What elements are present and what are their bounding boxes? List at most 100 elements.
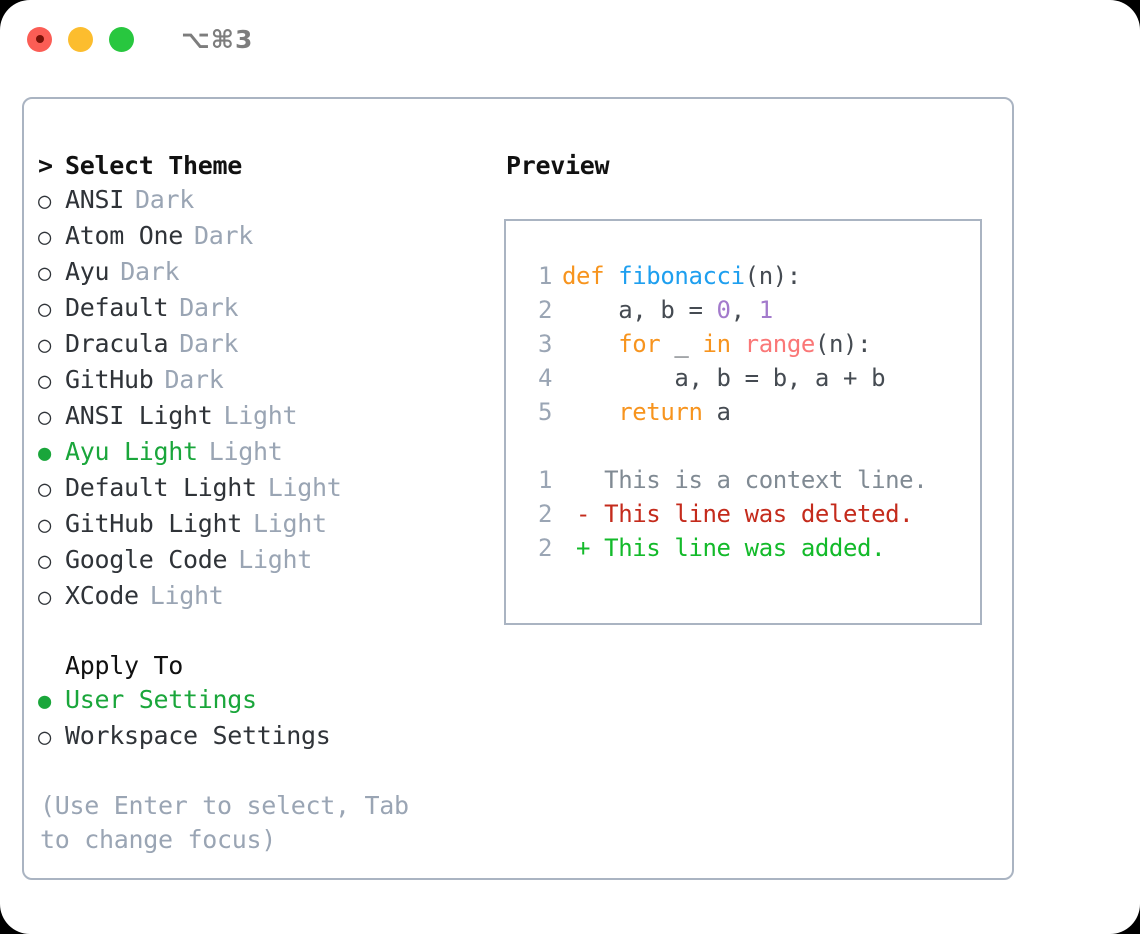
code-line-number: 4 [537,364,552,392]
theme-item-tag: Dark [120,257,180,286]
theme-item-tag: Dark [179,293,239,322]
preview-title: Preview [506,151,610,180]
radio-unselected-icon: ○ [38,585,51,610]
apply-to-item-workspace-settings[interactable]: ○ Workspace Settings [38,719,492,755]
code-line-number: 5 [537,398,552,426]
code-token-num: 0 [716,296,731,324]
code-token-pl: a, b = b, a + b [562,364,886,392]
theme-item-label: Ayu [65,257,110,286]
theme-item-label: Dracula [65,329,169,358]
theme-item-dracula[interactable]: ○ Dracula Dark [38,327,492,363]
theme-item-atom-one[interactable]: ○ Atom One Dark [38,219,492,255]
radio-unselected-icon: ○ [38,225,51,250]
code-line: 2 a, b = 0, 1 [520,293,980,327]
code-line: 5 return a [520,395,980,429]
apply-to-item-label: User Settings [65,685,257,714]
code-token-kw: in [702,330,745,358]
caret-icon: > [38,151,53,180]
code-token-fn: fibonacci [618,262,745,290]
theme-item-default-light[interactable]: ○ Default Light Light [38,471,492,507]
theme-item-label: GitHub Light [65,509,243,538]
theme-picker-header: > Select Theme [38,149,492,183]
theme-item-label: Google Code [65,545,228,574]
radio-selected-icon: ● [38,441,51,466]
theme-item-tag: Dark [164,365,224,394]
code-token-punc: (n): [814,330,872,358]
code-token-num: 1 [758,296,773,324]
section-spacer [38,615,492,649]
code-line: 3 for _ in range(n): [520,327,980,361]
theme-item-google-code[interactable]: ○ Google Code Light [38,543,492,579]
theme-item-label: ANSI [65,185,125,214]
theme-item-label: ANSI Light [65,401,213,430]
theme-item-label: XCode [65,581,139,610]
theme-item-tag: Light [253,509,327,538]
theme-item-label: Ayu Light [65,437,198,466]
code-token-pl: a, b = [562,296,717,324]
keyboard-shortcut-label: ⌥⌘3 [181,24,254,54]
minimize-button[interactable] [68,26,93,52]
radio-unselected-icon: ○ [38,725,51,750]
theme-item-tag: Dark [179,329,239,358]
keyboard-hint: (Use Enter to select, Tab to change focu… [40,791,409,854]
theme-item-tag: Dark [194,221,254,250]
theme-item-tag: Light [267,473,342,502]
theme-item-label: Atom One [65,221,184,250]
diff-line-text: + This line was added. [562,534,886,562]
code-token-kw: return [562,398,717,426]
theme-item-tag: Light [149,581,224,610]
theme-picker-header-label: Select Theme [65,151,243,180]
code-token-punc: (n): [744,262,802,290]
diff-line: 1 This is a context line. [520,463,980,497]
theme-item-tag: Dark [135,185,195,214]
diff-line-number: 2 [537,534,552,562]
theme-item-label: Default Light [65,473,257,502]
code-line-number: 2 [537,296,552,324]
theme-item-tag: Light [208,437,283,466]
code-token-pl: _ [674,330,703,358]
radio-selected-icon: ● [38,689,51,714]
theme-item-xcode[interactable]: ○ XCode Light [38,579,492,615]
apply-to-item-user-settings[interactable]: ● User Settings [38,683,492,719]
radio-unselected-icon: ○ [38,261,51,286]
theme-item-ansi[interactable]: ○ ANSI Dark [38,183,492,219]
code-line: 1 def fibonacci(n): [520,259,980,293]
theme-item-tag: Light [238,545,313,574]
code-line-number: 1 [537,262,552,290]
radio-unselected-icon: ○ [38,405,51,430]
diff-line-number: 2 [537,500,552,528]
diff-line-text: This is a context line. [562,466,928,494]
radio-unselected-icon: ○ [38,333,51,358]
radio-unselected-icon: ○ [38,549,51,574]
zoom-button[interactable] [109,26,134,52]
diff-line: 2 + This line was added. [520,531,980,565]
radio-unselected-icon: ○ [38,189,51,214]
diff-line-text: - This line was deleted. [562,500,914,528]
code-token-pl: a [716,398,731,426]
code-token-pl: , [730,296,759,324]
code-line-number: 3 [537,330,552,358]
radio-unselected-icon: ○ [38,477,51,502]
apply-to-item-label: Workspace Settings [65,721,331,750]
close-button[interactable] [27,26,52,52]
code-token-kw: for [562,330,675,358]
code-line: 4 a, b = b, a + b [520,361,980,395]
theme-item-label: Default [65,293,169,322]
diff-sample: 1 This is a context line.2 - This line w… [520,463,980,565]
theme-item-default[interactable]: ○ Default Dark [38,291,492,327]
theme-item-ayu-light[interactable]: ● Ayu Light Light [38,435,492,471]
code-token-bi: range [744,330,816,358]
diff-line-number: 1 [537,466,552,494]
diff-line: 2 - This line was deleted. [520,497,980,531]
radio-unselected-icon: ○ [38,369,51,394]
theme-item-ayu[interactable]: ○ Ayu Dark [38,255,492,291]
code-token-kw: def [562,262,619,290]
radio-unselected-icon: ○ [38,297,51,322]
